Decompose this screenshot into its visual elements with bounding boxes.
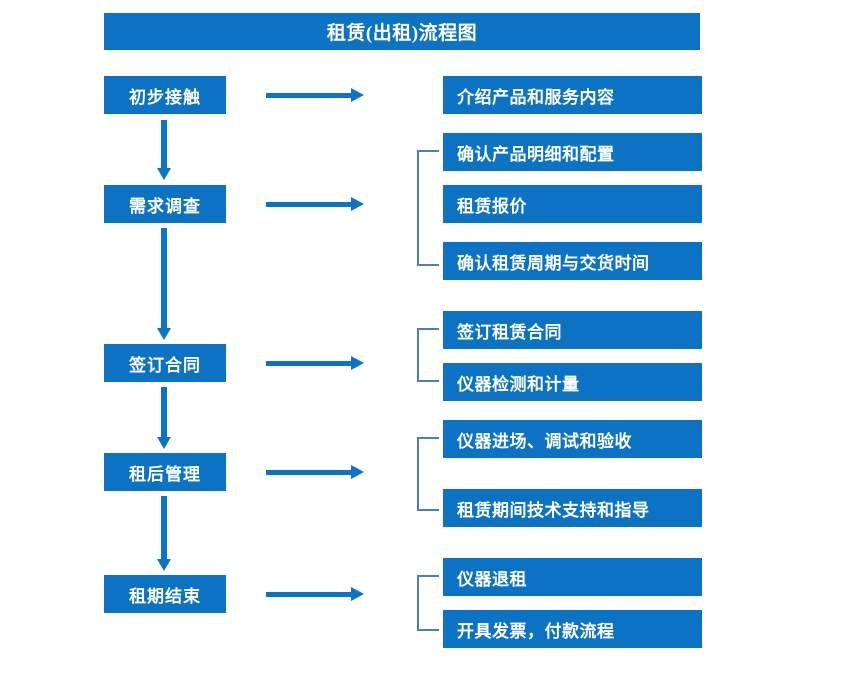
detail-box-introduce-products[interactable]: 介绍产品和服务内容 (443, 76, 702, 114)
stage-box-initial-contact[interactable]: 初步接触 (104, 76, 226, 114)
flow-arrow-down-2 (157, 228, 171, 340)
detail-box-instrument-inspection[interactable]: 仪器检测和计量 (443, 363, 702, 401)
flow-arrow-right-2 (266, 197, 364, 211)
stage-box-lease-end[interactable]: 租期结束 (104, 575, 226, 613)
detail-box-rental-quotation[interactable]: 租赁报价 (443, 185, 702, 223)
detail-box-instrument-onsite[interactable]: 仪器进场、调试和验收 (443, 420, 702, 458)
detail-box-confirm-term-delivery[interactable]: 确认租赁周期与交货时间 (443, 242, 702, 280)
detail-box-instrument-return[interactable]: 仪器退租 (443, 558, 702, 596)
detail-box-confirm-spec-config[interactable]: 确认产品明细和配置 (443, 133, 702, 171)
flow-arrow-right-3 (266, 356, 364, 370)
group-bracket-post-rental-mgmt (417, 437, 439, 511)
flow-arrow-down-4 (157, 496, 171, 571)
chart-title: 租赁(出租)流程图 (104, 13, 700, 50)
flow-arrow-down-1 (157, 120, 171, 180)
flow-arrow-right-4 (266, 465, 364, 479)
stage-box-demand-survey[interactable]: 需求调查 (104, 185, 226, 223)
group-bracket-demand-survey (417, 150, 439, 266)
stage-box-sign-contract[interactable]: 签订合同 (104, 344, 226, 382)
stage-box-post-rental-mgmt[interactable]: 租后管理 (104, 453, 226, 491)
detail-box-sign-rental-contract[interactable]: 签订租赁合同 (443, 311, 702, 349)
detail-box-invoice-payment[interactable]: 开具发票，付款流程 (443, 610, 702, 648)
flow-arrow-right-5 (266, 587, 364, 601)
group-bracket-lease-end (417, 575, 439, 631)
flow-arrow-down-3 (157, 387, 171, 449)
detail-box-technical-support[interactable]: 租赁期间技术支持和指导 (443, 489, 702, 527)
flow-arrow-right-1 (266, 88, 364, 102)
group-bracket-sign-contract (417, 328, 439, 382)
